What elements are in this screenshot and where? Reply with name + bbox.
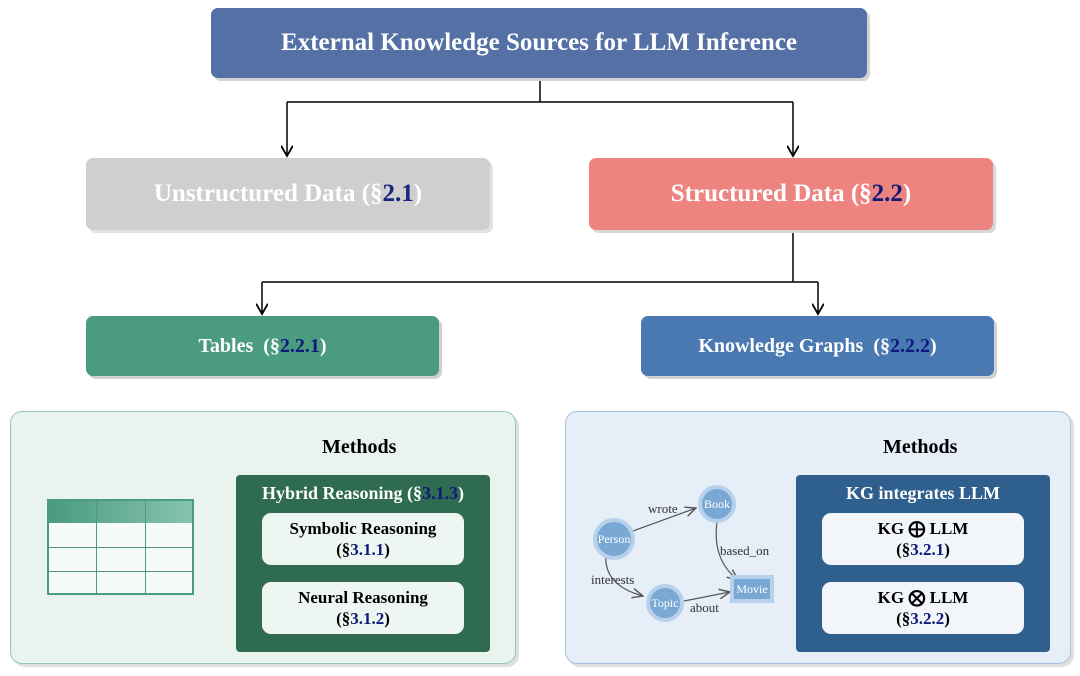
node-topic-label: Topic: [651, 596, 678, 610]
structured-label: Structured Data (: [670, 180, 860, 207]
symbolic-close: ): [384, 540, 390, 559]
structured-close: ): [902, 180, 912, 207]
edge-label-based-on: based_on: [720, 543, 770, 558]
tables-close: ): [319, 334, 327, 357]
edge-interests: [605, 553, 643, 596]
neural-open: (§: [336, 609, 351, 628]
table-icon-row-line: [49, 571, 192, 572]
tables-node: Tables (§2.2.1): [86, 316, 439, 376]
unstructured-close: ): [413, 180, 423, 207]
symbolic-ref: 3.1.1: [350, 540, 385, 559]
neural-close: ): [384, 609, 390, 628]
root-connector: [287, 78, 793, 103]
hybrid-label: Hybrid Reasoning (: [261, 483, 414, 503]
tables-methods-title: Methods: [322, 436, 397, 458]
root-node: External Knowledge Sources for LLM Infer…: [211, 8, 867, 78]
unstructured-ref: 2.1: [382, 180, 414, 207]
hybrid-ref: 3.1.3: [422, 483, 459, 503]
edge-label-interests: interests: [591, 572, 634, 587]
kgs-close: ): [930, 334, 937, 357]
edge-about: [683, 592, 730, 602]
kgs-section-sign: §: [880, 334, 890, 357]
knowledge-graphs-node: Knowledge Graphs (§2.2.2): [641, 316, 994, 376]
kg-times-llm-label: KG ⨂ LLM: [877, 588, 969, 607]
node-movie: [730, 575, 774, 603]
structured-section-sign: §: [859, 180, 872, 207]
symbolic-reasoning-label: Symbolic Reasoning: [289, 519, 437, 538]
hybrid-close: ): [458, 483, 465, 503]
kg-plus-ref: 3.2.1: [910, 540, 945, 559]
table-icon-header: [49, 501, 192, 523]
kg-plus-open: (§: [896, 540, 911, 559]
symbolic-reasoning-box: Symbolic Reasoning (§3.1.1): [262, 513, 464, 565]
edge-label-about: about: [690, 600, 719, 615]
kg-integrates-llm-title: KG integrates LLM: [846, 483, 1000, 503]
kg-plus-close: ): [944, 540, 950, 559]
kg-plus-llm-label: KG ⨁ LLM: [877, 519, 969, 538]
neural-reasoning-label: Neural Reasoning: [298, 588, 428, 607]
table-icon: [47, 499, 194, 595]
node-topic: [646, 584, 684, 622]
node-book-label: Book: [704, 497, 730, 511]
kg-integrates-llm-box: KG integrates LLM KG ⨁ LLM (§3.2.1) KG ⨂…: [796, 475, 1050, 652]
tables-section-sign: §: [269, 334, 280, 357]
neural-reasoning-section: (§3.1.2): [262, 608, 464, 629]
kgs-ref: 2.2.2: [890, 334, 930, 357]
hybrid-reasoning-title: Hybrid Reasoning (§3.1.3): [236, 483, 490, 504]
kg-methods-title: Methods: [883, 436, 958, 458]
kg-times-close: ): [944, 609, 950, 628]
structured-data-node: Structured Data (§2.2): [589, 158, 993, 230]
node-book: [698, 485, 736, 523]
structured-connector: [262, 230, 818, 283]
node-person-label: Person: [598, 532, 631, 546]
graph-edges: [605, 508, 738, 602]
neural-ref: 3.1.2: [350, 609, 385, 628]
node-movie-label: Movie: [736, 582, 767, 596]
unstructured-data-node: Unstructured Data (§2.1): [86, 158, 490, 230]
hybrid-reasoning-box: Hybrid Reasoning (§3.1.3) Symbolic Reaso…: [236, 475, 490, 652]
kg-times-llm-box: KG ⨂ LLM (§3.2.2): [822, 582, 1024, 634]
kg-times-ref: 3.2.2: [910, 609, 945, 628]
kgs-label: Knowledge Graphs (: [698, 334, 880, 357]
edge-wrote: [632, 508, 696, 532]
hybrid-section-sign: §: [413, 483, 423, 503]
tables-ref: 2.2.1: [279, 334, 320, 357]
neural-reasoning-box: Neural Reasoning (§3.1.2): [262, 582, 464, 634]
edge-label-wrote: wrote: [648, 501, 678, 516]
unstructured-label: Unstructured Data (: [153, 180, 371, 207]
kg-times-llm-section: (§3.2.2): [822, 608, 1024, 629]
root-label: External Knowledge Sources for LLM Infer…: [281, 29, 797, 56]
symbolic-open: (§: [336, 540, 351, 559]
structured-ref: 2.2: [871, 180, 903, 207]
kg-plus-llm-box: KG ⨁ LLM (§3.2.1): [822, 513, 1024, 565]
table-icon-row-line: [49, 547, 192, 548]
kg-times-open: (§: [896, 609, 911, 628]
kg-plus-llm-section: (§3.2.1): [822, 539, 1024, 560]
node-person: [593, 518, 635, 560]
tables-label: Tables (: [198, 334, 270, 357]
symbolic-reasoning-section: (§3.1.1): [262, 539, 464, 560]
unstructured-section-sign: §: [370, 180, 383, 207]
